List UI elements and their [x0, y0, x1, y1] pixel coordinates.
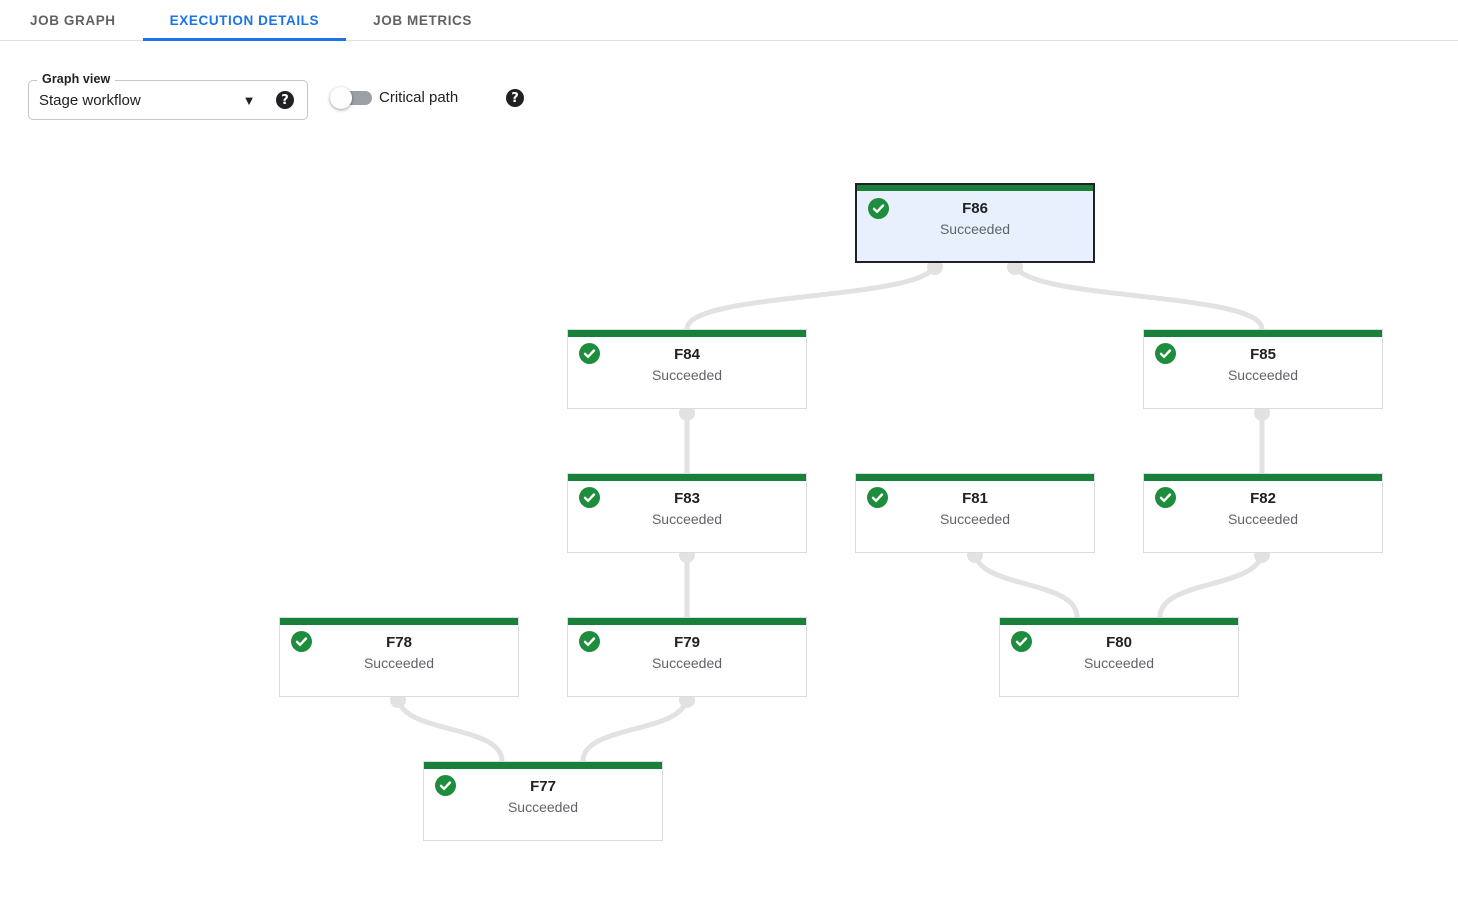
stage-node-status: Succeeded [651, 511, 723, 527]
stage-node-f83[interactable]: F83 Succeeded [567, 473, 807, 553]
stage-node-f84[interactable]: F84 Succeeded [567, 329, 807, 409]
edge-F86-F84 [684, 260, 938, 332]
status-bar [1000, 618, 1238, 625]
stage-node-status: Succeeded [1083, 655, 1155, 671]
status-bar [857, 185, 1093, 191]
toggle-thumb [330, 87, 352, 109]
check-circle-icon [868, 198, 889, 219]
stage-node-title: F82 [1250, 490, 1276, 507]
status-bar [856, 474, 1094, 481]
edge-F78-F77 [395, 693, 505, 764]
check-circle-icon [867, 487, 888, 508]
graph-view-select[interactable]: Graph view Stage workflow ▼ ? [28, 72, 308, 120]
status-bar [280, 618, 518, 625]
stage-node-f78[interactable]: F78 Succeeded [279, 617, 519, 697]
stage-node-status: Succeeded [651, 655, 723, 671]
tab-label: EXECUTION DETAILS [169, 12, 320, 28]
check-circle-icon [579, 343, 600, 364]
tab-bar: JOB GRAPH EXECUTION DETAILS JOB METRICS [0, 0, 1458, 41]
tab-label: JOB GRAPH [30, 12, 116, 28]
arrow-drop-down-icon: ▼ [242, 92, 256, 108]
stage-node-title: F86 [962, 200, 988, 217]
critical-path-label: Critical path [379, 89, 459, 106]
check-circle-icon [579, 487, 600, 508]
stage-node-status: Succeeded [651, 367, 723, 383]
status-bar [1144, 330, 1382, 337]
stage-node-f82[interactable]: F82 Succeeded [1143, 473, 1383, 553]
edge-F82-F80 [1157, 548, 1265, 620]
stage-node-f79[interactable]: F79 Succeeded [567, 617, 807, 697]
check-circle-icon [291, 631, 312, 652]
stage-node-f85[interactable]: F85 Succeeded [1143, 329, 1383, 409]
stage-node-title: F81 [962, 490, 988, 507]
tab-job-graph[interactable]: JOB GRAPH [3, 0, 143, 40]
stage-node-title: F83 [674, 490, 700, 507]
stage-node-status: Succeeded [507, 799, 579, 815]
stage-node-title: F80 [1106, 634, 1132, 651]
edge-F86-F85 [1012, 260, 1265, 332]
tab-label: JOB METRICS [373, 12, 472, 28]
stage-node-title: F79 [674, 634, 700, 651]
check-circle-icon [1155, 487, 1176, 508]
stage-node-title: F77 [530, 778, 556, 795]
status-bar [424, 762, 662, 769]
status-bar [568, 330, 806, 337]
stage-node-f81[interactable]: F81 Succeeded [855, 473, 1095, 553]
stage-node-f86[interactable]: F86 Succeeded [855, 183, 1095, 263]
status-bar [568, 618, 806, 625]
edge-F81-F80 [972, 548, 1080, 620]
graph-view-help-icon[interactable]: ? [276, 91, 294, 109]
critical-path-help-icon[interactable]: ? [506, 89, 524, 107]
stage-node-status: Succeeded [363, 655, 435, 671]
edge-F79-F77 [580, 693, 690, 764]
stage-node-status: Succeeded [939, 221, 1011, 237]
stage-node-title: F85 [1250, 346, 1276, 363]
stage-node-title: F84 [674, 346, 700, 363]
check-circle-icon [1011, 631, 1032, 652]
stage-node-status: Succeeded [939, 511, 1011, 527]
stage-node-f77[interactable]: F77 Succeeded [423, 761, 663, 841]
stage-node-status: Succeeded [1227, 367, 1299, 383]
graph-view-label: Graph view [37, 72, 116, 86]
stage-node-f80[interactable]: F80 Succeeded [999, 617, 1239, 697]
status-bar [568, 474, 806, 481]
check-circle-icon [579, 631, 600, 652]
stage-node-status: Succeeded [1227, 511, 1299, 527]
graph-view-value: Stage workflow [39, 91, 141, 109]
critical-path-toggle[interactable] [330, 87, 374, 109]
tab-execution-details[interactable]: EXECUTION DETAILS [142, 0, 347, 41]
status-bar [1144, 474, 1382, 481]
check-circle-icon [1155, 343, 1176, 364]
active-tab-underline [142, 38, 347, 41]
stage-node-title: F78 [386, 634, 412, 651]
tab-job-metrics[interactable]: JOB METRICS [346, 0, 499, 40]
check-circle-icon [435, 775, 456, 796]
